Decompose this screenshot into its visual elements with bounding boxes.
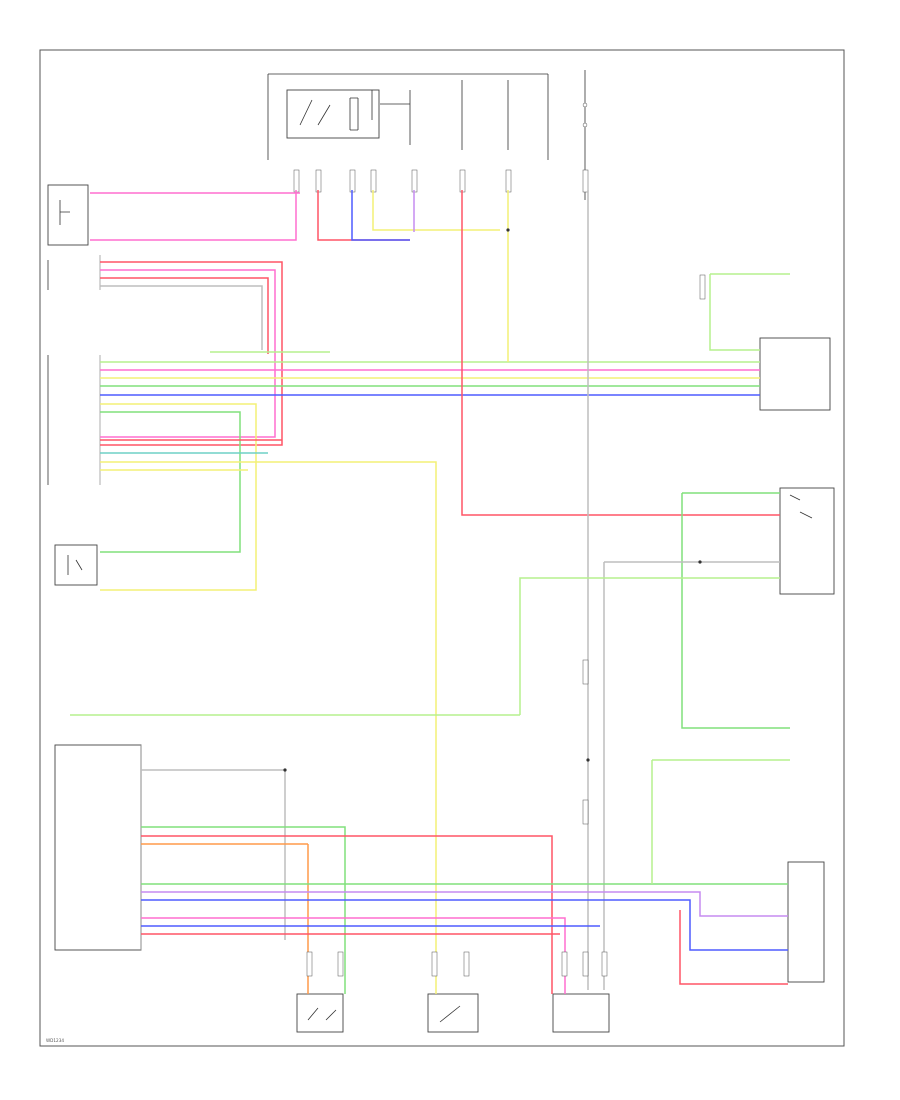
bottom-right-module [787,861,825,983]
wire-harness [70,190,790,994]
position-sensor [54,544,98,586]
figure-code: WD1234 [46,1038,64,1043]
bottom-switches [296,993,610,1033]
right-module [759,337,831,411]
top-connectors [293,169,589,193]
bottom-left-module [54,744,142,951]
fuse-relay-box [267,70,588,200]
inline-connectors [306,274,706,977]
splice-points [283,228,702,772]
right-switch-module [779,487,835,595]
brake-pedal-switch [47,184,89,246]
diagram-frame [39,49,845,1047]
left-module-outline [47,255,101,485]
